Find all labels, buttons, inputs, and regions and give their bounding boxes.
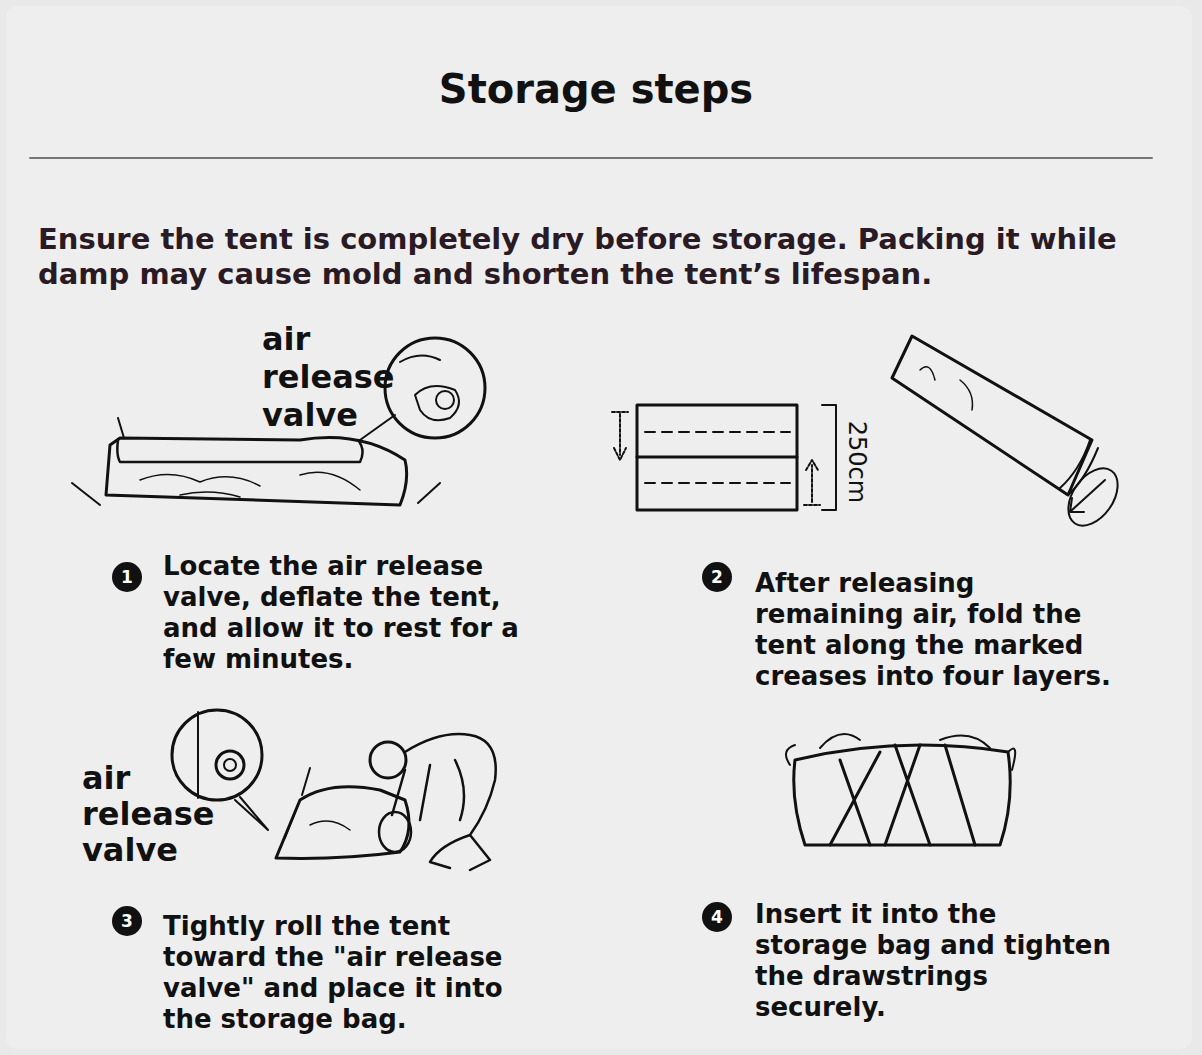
rolling-person [172, 710, 496, 870]
part-label: air release valve [82, 760, 215, 868]
step-circle: 4 [702, 902, 732, 932]
callout-number: 4 [711, 907, 723, 927]
step-circle: 1 [112, 562, 142, 592]
callout-number: 2 [711, 567, 723, 587]
title: Storage steps [0, 66, 1192, 112]
callout-number: 3 [121, 911, 133, 931]
step-text: After releasing remaining air, fold the … [755, 568, 1115, 692]
step-text: Insert it into the storage bag and tight… [755, 899, 1115, 1023]
step-circle: 3 [112, 906, 142, 936]
step-text: Tightly roll the tent toward the "air re… [163, 911, 523, 1035]
note: Ensure the tent is completely dry before… [38, 222, 1138, 292]
part-label: air release valve [262, 320, 395, 434]
dimension: 250cm [843, 421, 871, 503]
panel [6, 6, 1192, 1049]
step-circle: 2 [702, 562, 732, 592]
storage-bag [786, 734, 1015, 845]
step-text: Locate the air release valve, deflate th… [163, 551, 523, 675]
callout-number: 1 [121, 567, 133, 587]
fold-plan [612, 336, 1128, 535]
